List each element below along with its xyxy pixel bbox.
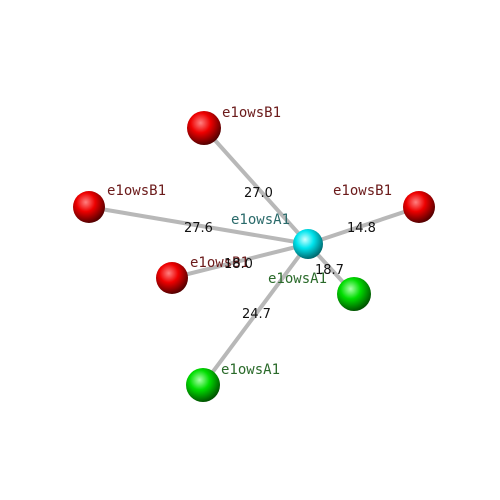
- atom-center: [293, 229, 323, 259]
- bond-green-far: [201, 242, 310, 387]
- bond-left: [87, 205, 310, 246]
- label-left: e1owsB1: [107, 183, 166, 199]
- label-center: e1owsA1: [231, 212, 290, 228]
- label-mid: e1owsB1: [190, 255, 249, 271]
- bond-top: [202, 126, 310, 246]
- atom-mid: [156, 262, 188, 294]
- bonds: [87, 126, 421, 387]
- distance-left: 27.6: [184, 221, 213, 236]
- bond-mid: [170, 242, 310, 280]
- atom-left: [73, 191, 105, 223]
- distance-top: 27.0: [244, 186, 273, 201]
- bond-right: [306, 205, 421, 246]
- distance-green-near: 18.7: [315, 263, 344, 278]
- atom-green-far: [186, 368, 220, 402]
- label-green-far: e1owsA1: [221, 362, 280, 378]
- distance-mid: 18.0: [224, 257, 253, 272]
- label-top: e1owsB1: [222, 105, 281, 121]
- label-green-near: e1owsA1: [268, 271, 327, 287]
- atom-right: [403, 191, 435, 223]
- atom-top: [187, 111, 221, 145]
- distance-green-far: 24.7: [242, 307, 271, 322]
- atom-green-near: [337, 277, 371, 311]
- label-right: e1owsB1: [333, 183, 392, 199]
- distance-right: 14.8: [347, 221, 376, 236]
